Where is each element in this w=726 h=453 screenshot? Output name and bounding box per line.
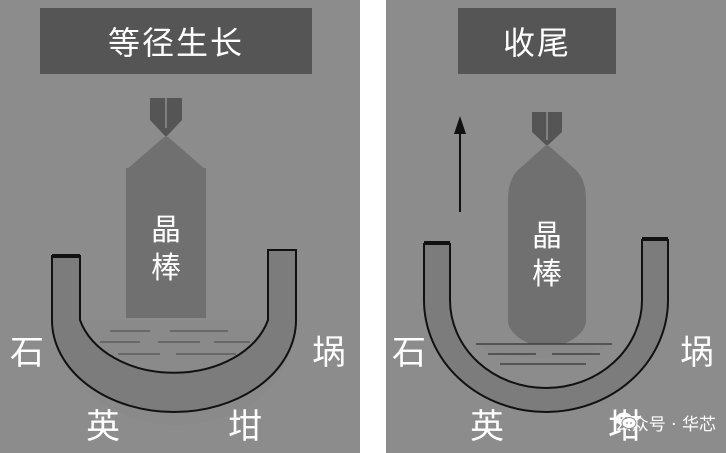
ingot-label-line2: 棒 xyxy=(532,256,562,292)
crucible-label-bottom-right: 坩 xyxy=(228,407,262,447)
melt-ripples xyxy=(100,330,250,355)
crucible-label-right: 埚 xyxy=(312,333,346,373)
crucible-label-right: 埚 xyxy=(680,333,714,373)
silicon-ingot xyxy=(508,170,586,344)
pull-arrow-head xyxy=(454,116,466,134)
crucible-rim-left xyxy=(424,241,450,245)
crucible-rim-right xyxy=(642,237,668,241)
watermark-text: 公众号 · 华芯 xyxy=(614,415,716,435)
ingot-label-line1: 晶 xyxy=(532,219,562,254)
melt-ripples xyxy=(476,343,612,365)
tail-diagram xyxy=(423,112,669,413)
panel-steady-growth: 等径生长 晶 棒 石 埚 英 坩 xyxy=(0,0,360,453)
watermark: 公众号 · 华芯 xyxy=(615,410,716,435)
ingot-label: 晶 棒 xyxy=(527,218,567,293)
crystal-neck xyxy=(518,146,576,170)
crystal-neck xyxy=(126,137,206,170)
panel-tail-end: 收尾 晶 棒 石 埚 英 坩 xyxy=(386,0,726,453)
panel-title: 收尾 xyxy=(458,8,616,74)
ingot-label: 晶 棒 xyxy=(146,212,186,287)
growth-diagram xyxy=(51,98,297,425)
wechat-icon xyxy=(615,412,637,429)
crucible-label-bottom-left: 英 xyxy=(470,407,504,447)
quartz-crucible xyxy=(51,249,297,413)
quartz-crucible xyxy=(423,239,669,413)
crucible-label-bottom-left: 英 xyxy=(86,407,120,447)
crucible-label-left: 石 xyxy=(10,333,44,373)
crucible-label-left: 石 xyxy=(392,333,426,373)
ingot-label-line1: 晶 xyxy=(151,213,181,248)
silicon-ingot xyxy=(126,168,206,318)
crucible-rim-left xyxy=(52,254,80,258)
ingot-label-line2: 棒 xyxy=(151,250,181,286)
silicon-melt xyxy=(474,344,612,359)
panel-title: 等径生长 xyxy=(40,8,312,74)
